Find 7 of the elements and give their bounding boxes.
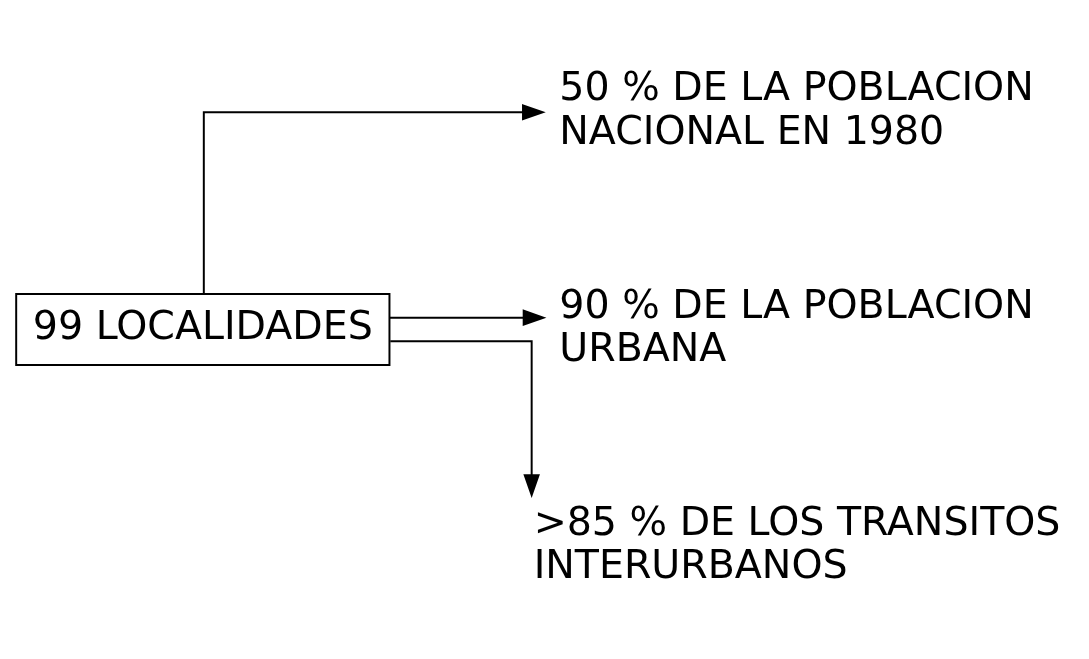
arrow xyxy=(202,103,546,295)
arrow xyxy=(389,340,540,498)
node-box: 99 LOCALIDADES xyxy=(15,292,391,367)
node-text: >85 % DE LOS TRANSITOS INTERURBANOS xyxy=(533,497,1061,588)
arrow xyxy=(388,309,547,326)
node-text: 90 % DE LA POBLACION URBANA xyxy=(559,280,1034,371)
node-text: 50 % DE LA POBLACION NACIONAL EN 1980 xyxy=(559,63,1034,153)
